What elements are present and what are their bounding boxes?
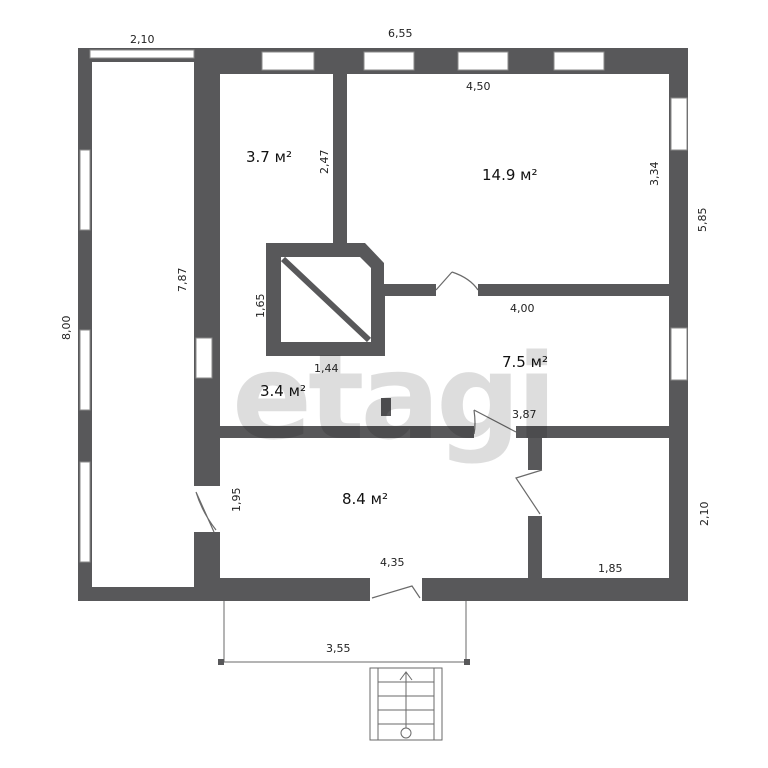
veranda-room [92,62,194,587]
post-pillar [381,398,391,416]
window-top-3 [363,51,415,71]
dim-small-room-height: 2,47 [318,150,331,175]
door-opening-left [194,486,220,532]
partition-below-chimney [220,356,385,426]
window-right-2 [670,327,688,381]
chimney-diagonal [280,256,372,343]
room-area-c: 7.5 м² [502,353,548,371]
door-opening-entry [474,426,516,438]
window-left-1 [79,149,91,231]
partition-left-strip [220,243,266,356]
dim-right-small-height: 2,10 [698,502,711,527]
door-swing-entry [473,409,517,435]
stairs [369,667,443,741]
dim-inner-left-height: 7,87 [176,268,189,293]
dim-top-left-width: 2,10 [130,33,155,46]
dim-right-room-height: 3,34 [648,162,661,187]
dim-right-total-height: 5,85 [696,208,709,233]
door-swing-middle [435,271,479,291]
dim-chimney-height: 1,65 [254,294,267,319]
dim-mid-room-bottom: 3,87 [512,408,537,421]
window-top-1 [89,49,195,59]
dim-top-room-width: 4,50 [466,80,491,93]
dim-top-total-width: 6,55 [388,27,413,40]
dim-entry-width: 4,35 [380,556,405,569]
room-area-d: 3.4 м² [260,382,306,400]
room-right-small [542,438,669,578]
porch-tick-right [464,659,470,665]
dim-left-total-height: 8,00 [60,316,73,341]
dim-right-small-width: 1,85 [598,562,623,575]
dim-entry-height: 1,95 [230,488,243,513]
door-opening-middle [436,284,478,296]
partition-wall [333,74,347,243]
window-left-2 [79,329,91,411]
room-area-b: 14.9 м² [482,166,538,184]
window-top-2 [261,51,315,71]
room-area-a: 3.7 м² [246,148,292,166]
room-large-top [347,74,669,284]
door-swing-left [195,491,217,533]
room-middle [385,296,669,426]
porch-tick-left [218,659,224,665]
room-entry [220,438,528,578]
window-top-4 [457,51,509,71]
watermark-text: etagi [232,328,553,466]
window-left-3 [79,461,91,563]
window-interior-left [195,337,213,379]
window-right-1 [670,97,688,151]
dim-porch-width: 3,55 [326,642,351,655]
dim-chimney-width: 1,44 [314,362,339,375]
window-top-5 [553,51,605,71]
door-opening-right [528,470,542,516]
door-swing-right [515,469,543,515]
dim-mid-room-width: 4,00 [510,302,535,315]
door-swing-front [371,585,421,599]
room-area-e: 8.4 м² [342,490,388,508]
